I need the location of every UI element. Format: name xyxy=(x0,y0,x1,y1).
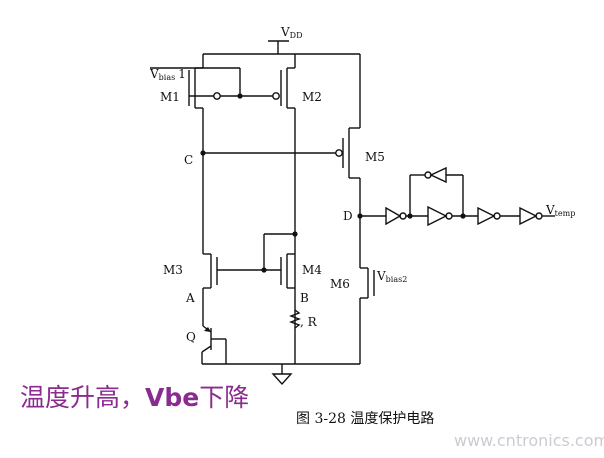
m1-transistor xyxy=(150,67,241,153)
annotation-suffix: 下降 xyxy=(199,383,250,412)
node-b-label: B xyxy=(300,291,309,305)
vdd-label: VDD xyxy=(280,25,303,40)
figure-caption: 图 3-28 温度保护电路 xyxy=(296,411,435,427)
annotation-prefix: 温度升高， xyxy=(20,383,146,412)
m4-transistor xyxy=(217,231,298,289)
m2-label: M2 xyxy=(302,90,322,104)
annotation-highlight: Vbe xyxy=(145,383,200,412)
vdd-rail xyxy=(202,40,361,128)
vbias2-label: Vbias2 xyxy=(376,269,407,284)
m5-label: M5 xyxy=(365,150,385,164)
r-resistor xyxy=(289,309,301,329)
m3-label: M3 xyxy=(163,263,183,277)
ground-symbol xyxy=(202,363,360,386)
m4-label: M4 xyxy=(302,263,322,277)
node-c-label: C xyxy=(184,153,193,167)
m1-label: M1 xyxy=(160,90,180,104)
m2-transistor xyxy=(220,67,296,364)
annotation-text: 温度升高，Vbe下降 xyxy=(20,378,249,414)
m3-transistor xyxy=(202,253,218,310)
m5-transistor xyxy=(335,127,361,268)
gate-junction-dot xyxy=(237,93,243,99)
r-label: , R xyxy=(300,315,318,329)
q-label: Q xyxy=(186,330,196,344)
watermark: www.cntronics.com xyxy=(454,431,604,450)
node-c-wire xyxy=(200,150,336,156)
inverter-chain xyxy=(357,166,555,227)
node-a-label: A xyxy=(185,291,195,305)
node-d-label: D xyxy=(343,209,353,223)
vtemp-label: Vtemp xyxy=(545,203,575,218)
m6-transistor xyxy=(359,267,375,364)
q-transistor xyxy=(201,310,227,364)
m6-label: M6 xyxy=(330,277,350,291)
